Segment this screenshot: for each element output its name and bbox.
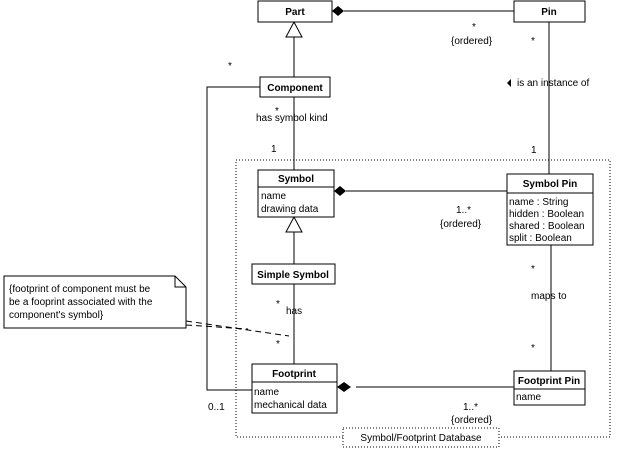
- class-symbol-pin-attr-2: hidden : Boolean: [509, 209, 584, 220]
- class-footprint-pin-name: Footprint Pin: [518, 376, 580, 387]
- class-pin-name: Pin: [541, 7, 557, 18]
- class-symbol-attr-1: name: [261, 191, 286, 202]
- class-symbol-pin: Symbol Pin name : String hidden : Boolea…: [506, 173, 594, 246]
- mult-footprint-footprintpin: 1..*: [463, 402, 478, 413]
- class-symbol-attr-2: drawing data: [261, 204, 319, 215]
- note-anchor-line-2: [185, 324, 249, 330]
- package-label: Symbol/Footprint Database: [360, 433, 482, 444]
- composition-diamond-symbol: [334, 186, 346, 196]
- mult-symbolpin-footprintpin-bottom: *: [531, 343, 535, 354]
- generalization-arrow-symbol: [285, 215, 303, 233]
- class-footprint-pin: Footprint Pin name: [513, 370, 586, 406]
- mult-component-footprint: 0..1: [208, 402, 225, 413]
- class-footprint: Footprint name mechanical data: [251, 363, 338, 414]
- mult-pin-bottom: 1: [531, 145, 537, 156]
- assoc-component-footprint: [206, 86, 260, 391]
- composition-diamond-part: [332, 6, 344, 16]
- label-has: has: [286, 306, 302, 317]
- note-line-1: {footprint of component must be: [9, 284, 151, 295]
- class-footprint-name: Footprint: [272, 369, 317, 380]
- composition-diamond-footprint: [337, 382, 351, 392]
- note-box: [3, 275, 187, 329]
- mult-symbol-symbolpin: 1..*: [456, 205, 471, 216]
- class-symbol-pin-attr-4: split : Boolean: [509, 233, 572, 244]
- class-simple-symbol-name: Simple Symbol: [257, 270, 329, 281]
- mult-simplesymbol-bottom: *: [276, 339, 280, 350]
- package-label-box: [342, 427, 500, 448]
- mult-pin-top: *: [531, 36, 535, 47]
- class-symbol-pin-name: Symbol Pin: [523, 179, 577, 190]
- mult-symbolpin-footprintpin-top: *: [531, 264, 535, 275]
- note-line-3: component's symbol}: [9, 310, 104, 321]
- class-component: Component: [259, 76, 331, 98]
- note-line-2: be a fooprint associated with the: [9, 297, 153, 308]
- class-footprint-pin-attr-1: name: [516, 392, 541, 403]
- mult-component-symbol-bottom: 1: [271, 144, 277, 155]
- class-symbol-pin-attr-1: name : String: [509, 197, 568, 208]
- constraint-part-pin: {ordered}: [451, 36, 493, 47]
- constraint-symbol-symbolpin: {ordered}: [440, 219, 482, 230]
- class-simple-symbol: Simple Symbol: [251, 263, 336, 285]
- label-has-symbol-kind: has symbol kind: [256, 113, 328, 124]
- note-fold: [174, 276, 186, 288]
- mult-simplesymbol-top: *: [276, 299, 280, 310]
- class-part-name: Part: [285, 7, 305, 18]
- class-footprint-attr-1: name: [254, 387, 279, 398]
- class-symbol-pin-attr-3: shared : Boolean: [509, 221, 585, 232]
- class-part: Part: [257, 0, 333, 23]
- class-symbol: Symbol name drawing data: [257, 169, 335, 218]
- constraint-footprint-footprintpin: {ordered}: [451, 415, 493, 426]
- class-symbol-name: Symbol: [278, 174, 314, 185]
- mult-part-pin: *: [472, 22, 476, 33]
- direction-arrow-icon: [507, 79, 511, 87]
- generalization-arrow-part: [285, 20, 303, 38]
- class-component-name: Component: [267, 83, 323, 94]
- mult-component-part: *: [228, 61, 232, 72]
- label-is-an-instance-of: is an instance of: [517, 78, 589, 89]
- class-pin: Pin: [513, 0, 586, 23]
- label-maps-to: maps to: [531, 291, 567, 302]
- mult-component-symbol-top: *: [275, 106, 279, 117]
- class-footprint-attr-2: mechanical data: [254, 400, 327, 411]
